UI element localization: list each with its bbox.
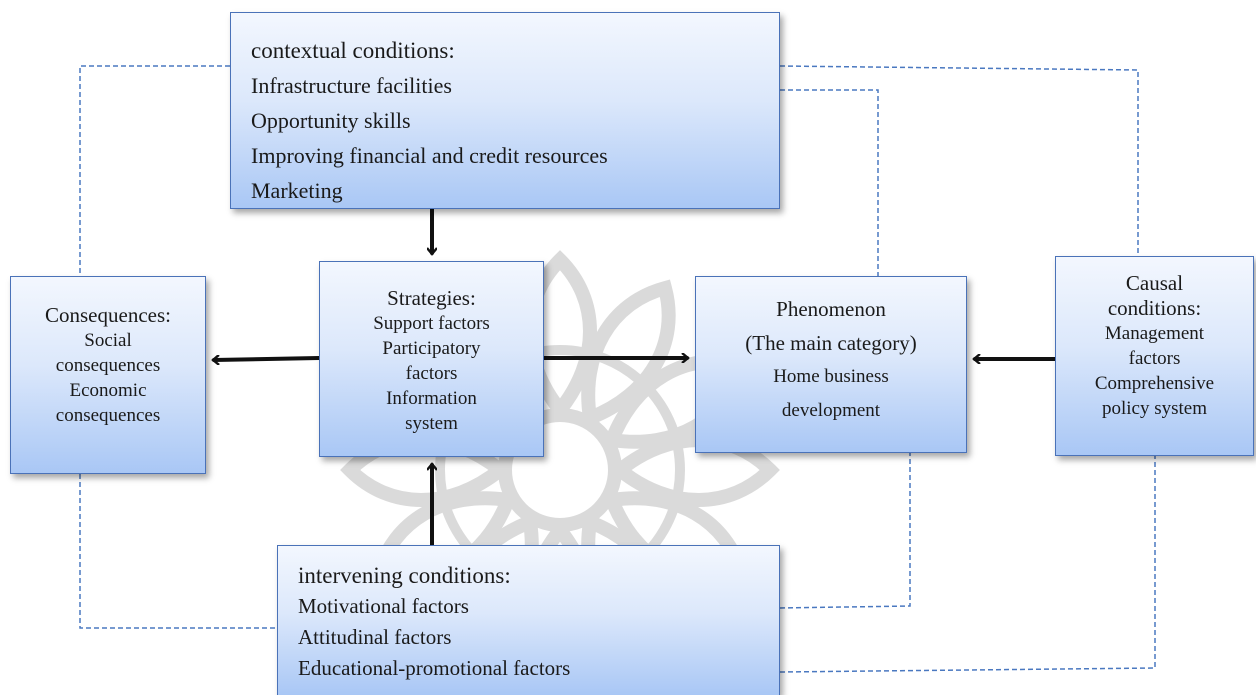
phenomenon-line: development [781, 400, 881, 421]
contextual-item-financial: Improving financial and credit resources [251, 143, 608, 168]
strategies-line: system [405, 413, 458, 434]
dashed-link-consequences-intervening [79, 474, 277, 629]
dashed-link-intervening-causal [779, 456, 1156, 673]
phenomenon-box: Phenomenon (The main category) Home busi… [695, 276, 967, 453]
intervening-conditions-title: intervening conditions: [298, 563, 511, 588]
causal-line: Comprehensive [1094, 373, 1215, 394]
phenomenon-subtitle: (The main category) [745, 331, 917, 355]
strategies-line: Information [386, 388, 477, 409]
dashed-link-contextual-causal [779, 65, 1139, 256]
dashed-link-contextual-phenomenon [780, 89, 879, 276]
consequences-line: Social [84, 330, 132, 351]
causal-title: Causal [1125, 271, 1184, 295]
contextual-item-opportunity: Opportunity skills [251, 108, 411, 133]
consequences-title: Consequences: [45, 303, 171, 327]
contextual-item-infrastructure: Infrastructure facilities [251, 73, 452, 98]
causal-line: factors [1128, 348, 1181, 369]
contextual-conditions-box: contextual conditions: Infrastructure fa… [230, 12, 780, 209]
consequences-box: Consequences: Social consequences Econom… [10, 276, 206, 474]
strategies-line: factors [405, 363, 458, 384]
consequences-line: consequences [55, 405, 161, 426]
intervening-item-attitudinal: Attitudinal factors [298, 625, 452, 649]
phenomenon-title: Phenomenon [776, 297, 886, 321]
dashed-link-contextual-consequences [79, 65, 230, 276]
contextual-conditions-title: contextual conditions: [251, 38, 455, 63]
intervening-conditions-box: intervening conditions: Motivational fac… [277, 545, 780, 695]
consequences-line: Economic [69, 380, 147, 401]
consequences-line: consequences [55, 355, 161, 376]
strategies-box: Strategies: Support factors Participator… [319, 261, 544, 457]
phenomenon-line: Home business [773, 366, 889, 387]
intervening-item-motivational: Motivational factors [298, 594, 469, 618]
strategies-title: Strategies: [387, 286, 476, 310]
dashed-link-intervening-phenomenon [779, 453, 911, 609]
causal-title: conditions: [1107, 296, 1202, 320]
contextual-item-marketing: Marketing [251, 178, 343, 203]
intervening-item-educational: Educational-promotional factors [298, 656, 571, 680]
causal-conditions-box: Causal conditions: Management factors Co… [1055, 256, 1254, 456]
strategies-line: Support factors [373, 313, 490, 334]
arrow-strategies-to-consequences [214, 358, 321, 360]
causal-line: policy system [1101, 398, 1208, 419]
causal-line: Management [1104, 323, 1205, 344]
strategies-line: Participatory [382, 338, 481, 359]
watermark-petal [581, 279, 676, 428]
